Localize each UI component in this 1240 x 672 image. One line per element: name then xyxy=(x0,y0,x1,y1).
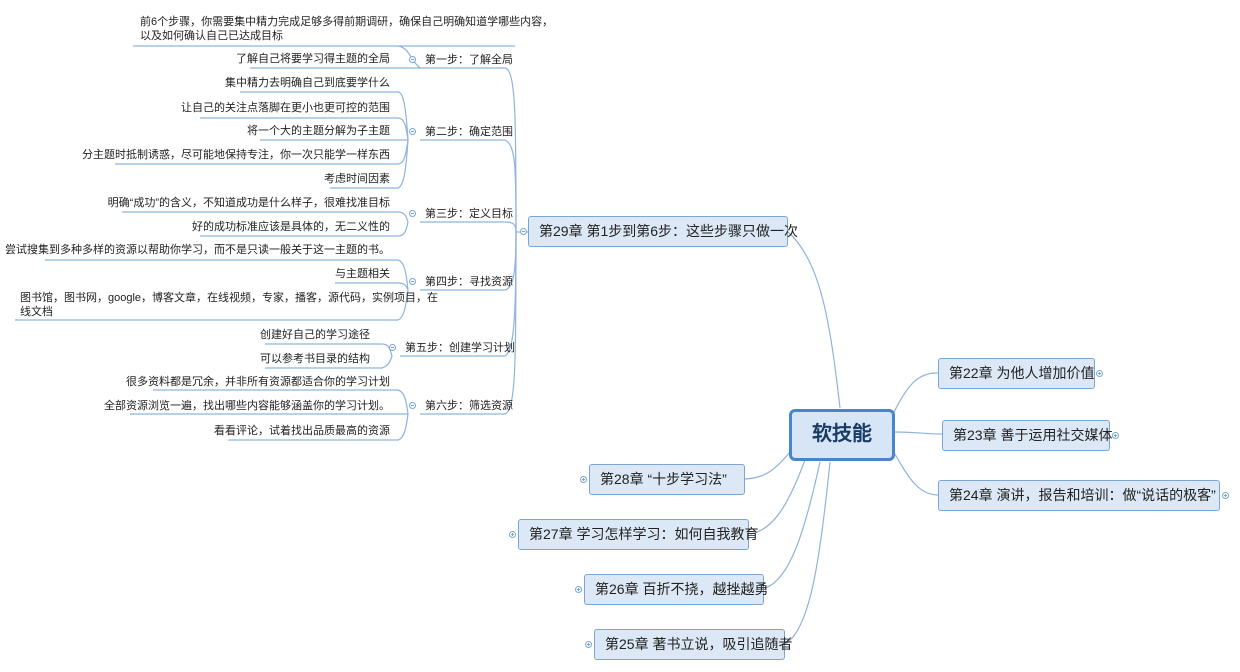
step-2-note[interactable]: 将一个大的主题分解为子主题 xyxy=(247,125,390,137)
chapter-25-node[interactable]: 第25章 著书立说，吸引追随者 xyxy=(594,629,792,660)
collapse-toggle-s5[interactable] xyxy=(389,344,396,351)
step-2-note[interactable]: 让自己的关注点落脚在更小也更可控的范围 xyxy=(181,102,390,114)
step-1-label[interactable]: 第一步：了解全局 xyxy=(425,54,513,66)
collapse-toggle-s2[interactable] xyxy=(409,128,416,135)
expand-toggle-c25[interactable] xyxy=(585,641,592,648)
step-5-label[interactable]: 第五步：创建学习计划 xyxy=(405,342,515,354)
step-4-label[interactable]: 第四步：寻找资源 xyxy=(425,276,513,288)
expand-toggle-c28[interactable] xyxy=(580,476,587,483)
step-6-note[interactable]: 很多资料都是冗余，并非所有资源都适合你的学习计划 xyxy=(126,376,390,388)
step-2-note[interactable]: 考虑时间因素 xyxy=(324,173,390,185)
step-1-note-line-2[interactable]: 以及如何确认自己已达成目标 xyxy=(140,30,283,42)
chapter-24-node[interactable]: 第24章 演讲，报告和培训：做“说话的极客” xyxy=(938,480,1220,511)
step-1-note-line-1[interactable]: 前6个步骤，你需要集中精力完成足够多得前期调研，确保自己明确知道学哪些内容， xyxy=(140,16,554,28)
expand-toggle-c23[interactable] xyxy=(1112,432,1119,439)
expand-toggle-c22[interactable] xyxy=(1096,370,1103,377)
step-4-note-line-1[interactable]: 图书馆，图书网，google，博客文章，在线视频，专家，播客，源代码，实例项目，… xyxy=(20,292,439,304)
expand-toggle-c27[interactable] xyxy=(509,531,516,538)
expand-toggle-c24[interactable] xyxy=(1222,492,1229,499)
chapter-22-node[interactable]: 第22章 为他人增加价值 xyxy=(938,358,1095,389)
collapse-toggle-s3[interactable] xyxy=(409,210,416,217)
step-6-note[interactable]: 看看评论，试着找出品质最高的资源 xyxy=(214,425,390,437)
step-6-label[interactable]: 第六步：筛选资源 xyxy=(425,400,513,412)
chapter-27-node[interactable]: 第27章 学习怎样学习：如何自我教育 xyxy=(518,519,758,550)
step-3-label[interactable]: 第三步：定义目标 xyxy=(425,208,513,220)
step-5-note[interactable]: 创建好自己的学习途径 xyxy=(260,329,370,341)
step-2-note[interactable]: 分主题时抵制诱惑，尽可能地保持专注，你一次只能学一样东西 xyxy=(82,149,390,161)
chapter-26-node[interactable]: 第26章 百折不挠，越挫越勇 xyxy=(584,574,768,605)
root-topic[interactable]: 软技能 xyxy=(789,409,895,461)
chapter-29-node[interactable]: 第29章 第1步到第6步：这些步骤只做一次 xyxy=(528,216,798,247)
expand-toggle-c26[interactable] xyxy=(575,586,582,593)
step-4-note[interactable]: 与主题相关 xyxy=(335,268,390,280)
step-2-note[interactable]: 集中精力去明确自己到底要学什么 xyxy=(225,77,390,89)
collapse-toggle-s1[interactable] xyxy=(409,56,416,63)
step-6-note[interactable]: 全部资源浏览一遍，找出哪些内容能够涵盖你的学习计划。 xyxy=(104,400,390,412)
step-1-note[interactable]: 了解自己将要学习得主题的全局 xyxy=(236,53,390,65)
collapse-toggle-c29[interactable] xyxy=(520,228,527,235)
chapter-23-node[interactable]: 第23章 善于运用社交媒体 xyxy=(942,420,1112,451)
step-3-note[interactable]: 好的成功标准应该是具体的，无二义性的 xyxy=(192,221,390,233)
collapse-toggle-s4[interactable] xyxy=(409,278,416,285)
chapter-28-node[interactable]: 第28章 “十步学习法” xyxy=(589,464,745,495)
collapse-toggle-s6[interactable] xyxy=(409,402,416,409)
step-2-label[interactable]: 第二步：确定范围 xyxy=(425,126,513,138)
step-5-note[interactable]: 可以参考书目录的结构 xyxy=(260,353,370,365)
step-4-note[interactable]: 尝试搜集到多种多样的资源以帮助你学习，而不是只读一般关于这一主题的书。 xyxy=(5,244,390,256)
step-3-note[interactable]: 明确“成功”的含义，不知道成功是什么样子，很难找准目标 xyxy=(107,197,390,209)
step-4-note-line-2[interactable]: 线文档 xyxy=(20,306,53,318)
